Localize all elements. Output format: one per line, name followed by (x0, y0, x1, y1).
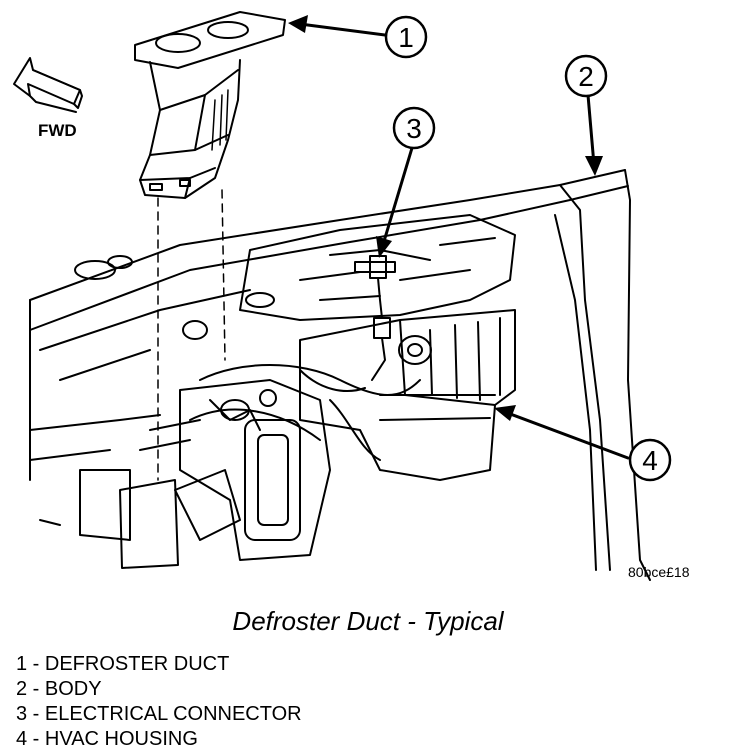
callout-4-arrowhead (494, 405, 516, 421)
callout-3-circle (392, 106, 436, 150)
dash-panel (239, 214, 516, 321)
callout-arrowheads (288, 15, 603, 421)
callout-leaders (298, 22, 630, 460)
callout-1-label: 1 (398, 22, 414, 53)
callout-1-leader (298, 22, 387, 37)
callout-2-circle (564, 54, 608, 98)
figure-id: 80bce£18 (628, 564, 690, 580)
callout-3-arrowhead (376, 236, 392, 258)
callout-2-label: 2 (578, 61, 594, 92)
callout-1-circle (384, 15, 428, 59)
callout-4-label: 4 (642, 445, 658, 476)
callout-2-leader (586, 93, 596, 167)
callout-4-circle (628, 438, 672, 482)
legend-item: 4 - HVAC HOUSING (16, 728, 198, 750)
defroster-duct-diagram: 1 2 3 4 FWD 80bce£18 (13, 11, 690, 581)
body-outline (29, 169, 651, 581)
legend-item: 1 - DEFROSTER DUCT (16, 653, 230, 675)
fwd-arrow-icon (13, 57, 83, 113)
fwd-label: FWD (38, 121, 77, 140)
callout-circles (384, 15, 672, 482)
callout-3-label: 3 (406, 113, 422, 144)
callout-3-leader (380, 146, 414, 250)
figure-caption: Defroster Duct - Typical (232, 606, 504, 636)
blower-assembly (79, 364, 421, 569)
callout-4-leader (503, 410, 630, 460)
hvac-housing (299, 309, 516, 481)
callout-1-arrowhead (288, 15, 308, 33)
legend-item: 2 - BODY (16, 678, 102, 700)
legend-item: 3 - ELECTRICAL CONNECTOR (16, 703, 302, 725)
alignment-lines (157, 189, 226, 481)
callout-2-arrowhead (585, 156, 603, 176)
defroster-duct (134, 11, 286, 199)
electrical-connector (369, 255, 391, 381)
legend-list: 1 - DEFROSTER DUCT 2 - BODY 3 - ELECTRIC… (16, 652, 302, 752)
